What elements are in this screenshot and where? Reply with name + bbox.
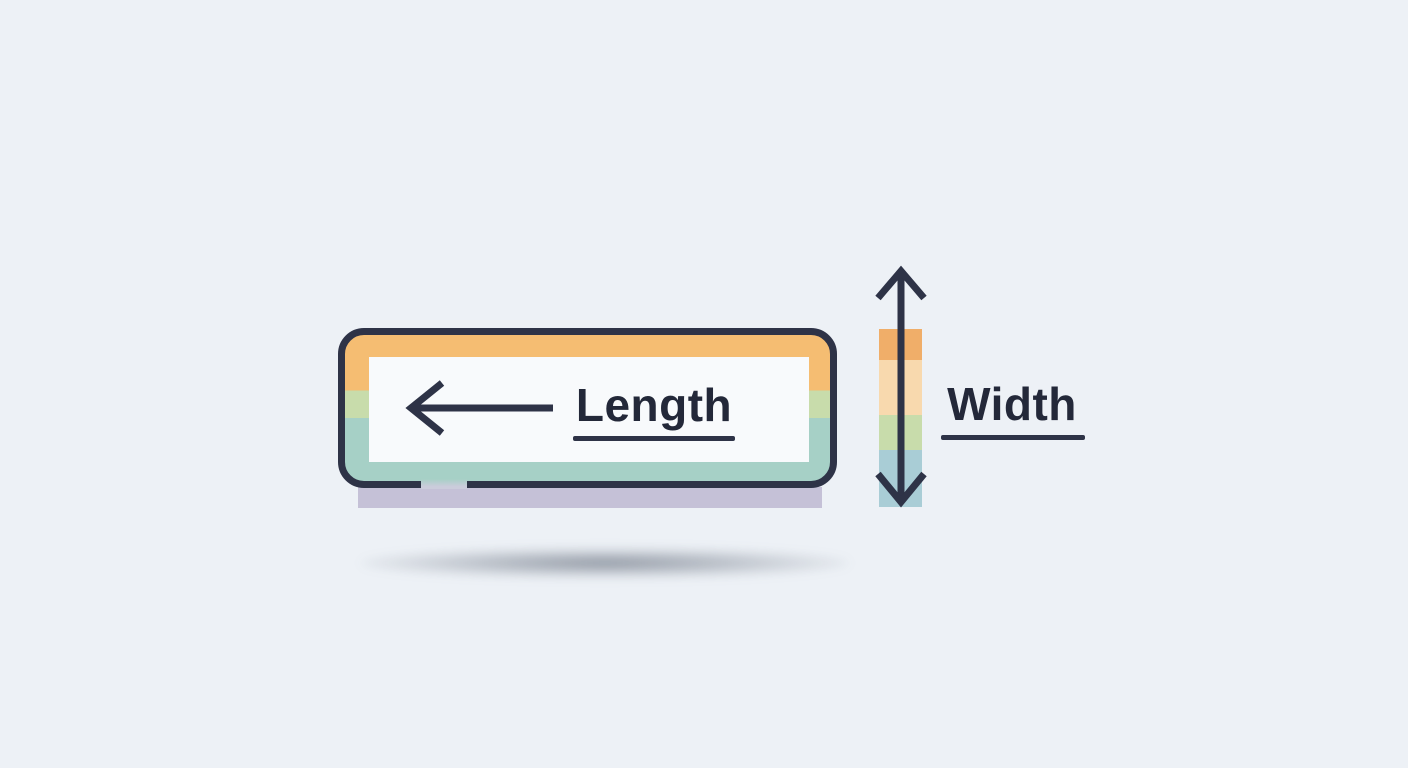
length-underline <box>573 436 735 441</box>
vertical-double-arrow-icon <box>875 265 927 508</box>
width-label: Width <box>947 378 1077 430</box>
base-shadow-bar <box>358 487 822 508</box>
width-underline <box>941 435 1085 440</box>
ground-shadow <box>360 548 850 578</box>
length-label: Length <box>575 379 733 431</box>
length-box-border-gap <box>421 479 467 489</box>
left-arrow-icon <box>405 380 553 436</box>
